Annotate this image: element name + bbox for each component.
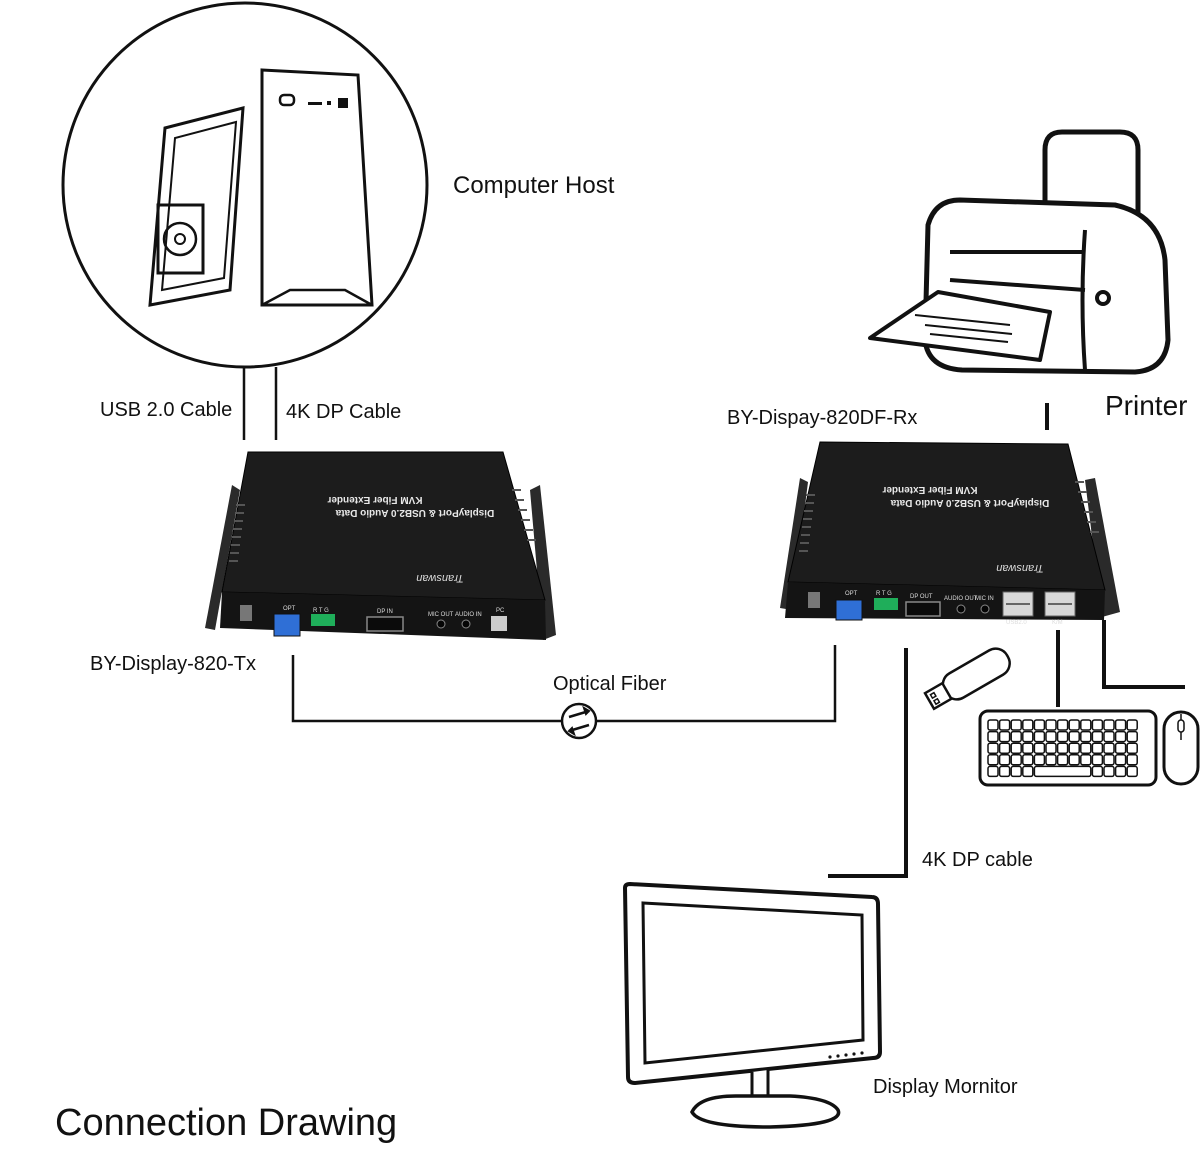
tx-device-label: BY-Display-820-Tx <box>90 653 256 675</box>
dp-cable-tx-label: 4K DP Cable <box>286 401 401 423</box>
rx-device: DisplayPort & USB2.0 Audio Data KVM Fibe… <box>780 441 1120 626</box>
printer-cable <box>1102 620 1185 689</box>
rx-sfp-port <box>835 599 863 621</box>
rx-port-dpout: DP OUT <box>910 594 933 600</box>
rx-terminal-block <box>874 598 898 610</box>
rx-port-micin: MIC IN <box>975 596 994 602</box>
optical-fiber-right <box>597 645 837 723</box>
tx-device-title-1: DisplayPort & USB2.0 Audio Data <box>335 507 494 518</box>
dp-cable-rx-label: 4K DP cable <box>922 849 1033 871</box>
mouse-icon <box>1162 710 1200 786</box>
printer-icon <box>868 129 1171 375</box>
printer-label: Printer <box>1105 390 1187 421</box>
computer-host-icon <box>61 1 429 369</box>
tx-device: DisplayPort & USB2.0 Audio Data KVM Fibe… <box>205 451 556 640</box>
tx-terminal-block <box>311 614 335 626</box>
tx-port-audioin: AUDIO IN <box>455 612 482 618</box>
fiber-exchange-icon <box>560 702 598 740</box>
usb-cable-label: USB 2.0 Cable <box>100 399 232 421</box>
rx-port-audioout: AUDIO OUT <box>944 596 978 602</box>
tx-port-opt: OPT <box>283 606 296 612</box>
rx-device-title-2: KVM Fiber Extender <box>882 484 977 495</box>
computer-host-label: Computer Host <box>453 172 615 199</box>
tx-port-dpin: DP IN <box>377 609 393 615</box>
tx-port-pc: PC <box>496 608 505 614</box>
optical-fiber-label: Optical Fiber <box>553 673 667 695</box>
tx-port-rtg: R T G <box>313 608 329 614</box>
tx-usb-b-port <box>491 616 507 631</box>
tx-device-title-2: KVM Fiber Extender <box>327 494 422 505</box>
monitor-icon <box>622 881 883 1129</box>
rx-brand-logo: Transwan <box>996 562 1043 574</box>
tx-port-micout: MIC OUT <box>428 612 454 618</box>
keyboard-icon <box>978 709 1158 787</box>
tx-sfp-port <box>273 613 301 637</box>
rx-port-usb2: USB2.0 <box>1006 620 1027 626</box>
rx-device-title-1: DisplayPort & USB2.0 Audio Data <box>890 497 1049 508</box>
rx-port-opt: OPT <box>845 591 858 597</box>
monitor-label: Display Mornitor <box>873 1076 1018 1098</box>
tx-brand-logo: Transwan <box>416 572 463 584</box>
usb-flash-drive-icon <box>923 647 1011 711</box>
tx-dp-in-port <box>366 616 404 632</box>
rx-dp-out-port <box>905 601 941 617</box>
rx-device-label: BY-Dispay-820DF-Rx <box>727 407 917 429</box>
rx-port-rtg: R T G <box>876 591 892 597</box>
drawing-title: Connection Drawing <box>55 1102 397 1144</box>
dp-cable-monitor <box>828 648 908 878</box>
rx-port-km: K/M <box>1052 620 1063 626</box>
optical-fiber-left <box>291 655 562 723</box>
